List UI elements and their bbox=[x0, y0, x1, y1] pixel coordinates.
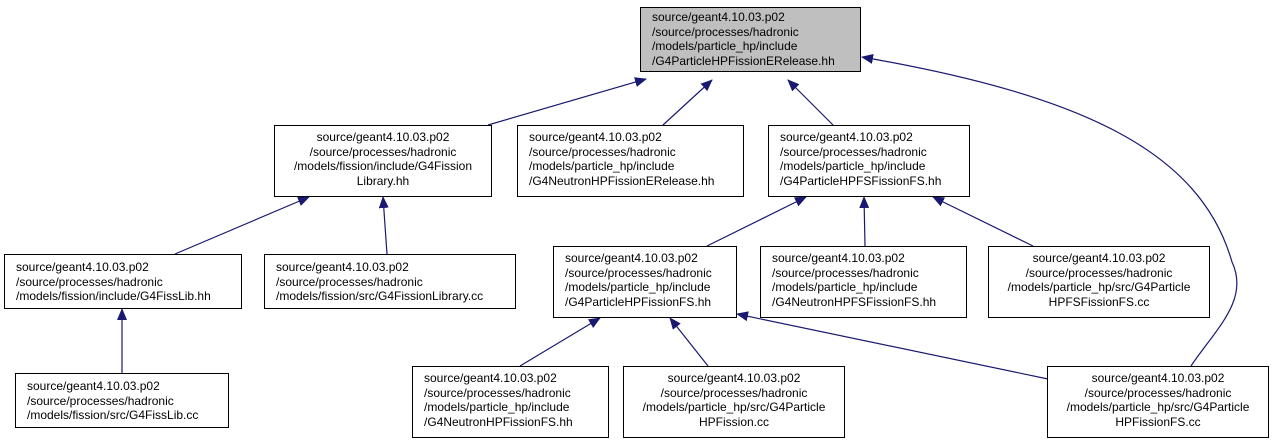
node-line: /models/particle_hp/src/G4Particle bbox=[1007, 280, 1191, 294]
node-g4fisslib-cc[interactable]: source/geant4.10.03.p02 /source/processe… bbox=[15, 373, 229, 428]
node-line: /source/processes/hadronic bbox=[565, 265, 712, 280]
edge-fission-library-hh-to-root bbox=[487, 77, 647, 126]
node-g4particlehpfsfissionfs-hh[interactable]: source/geant4.10.03.p02 /source/processe… bbox=[768, 125, 970, 197]
node-line: /models/particle_hp/include bbox=[424, 400, 570, 414]
node-g4particlehpfissionfs-cc[interactable]: source/geant4.10.03.p02 /source/processe… bbox=[1047, 366, 1269, 438]
node-line: HPFSFissionFS.cc bbox=[1048, 294, 1150, 309]
edge-fisslib-hh-to-fission-library-hh bbox=[174, 196, 310, 255]
node-g4neutronhpfsfissionfs-hh[interactable]: source/geant4.10.03.p02 /source/processe… bbox=[760, 246, 967, 318]
edge-neutron-hpfs-fission-fs-hh-to-particle-hpfs-fission-fs-hh bbox=[859, 196, 870, 247]
node-line: /models/particle_hp/src/G4Particle bbox=[1066, 400, 1250, 414]
node-g4particlehpfissionfs-hh[interactable]: source/geant4.10.03.p02 /source/processe… bbox=[553, 246, 737, 318]
node-g4particlehpfission-cc[interactable]: source/geant4.10.03.p02 /source/processe… bbox=[623, 366, 845, 438]
node-line: /source/processes/hadronic bbox=[1084, 385, 1232, 400]
node-line: HPFissionFS.cc bbox=[1115, 414, 1201, 429]
node-line: source/geant4.10.03.p02 bbox=[424, 371, 557, 385]
node-line: /source/processes/hadronic bbox=[1025, 265, 1173, 280]
node-line: /source/processes/hadronic bbox=[780, 144, 927, 159]
node-line: Library.hh bbox=[356, 173, 410, 188]
node-line: source/geant4.10.03.p02 bbox=[772, 251, 905, 265]
node-line: source/geant4.10.03.p02 bbox=[652, 10, 785, 24]
node-line: /source/processes/hadronic bbox=[660, 385, 808, 400]
node-line: /models/particle_hp/include bbox=[529, 159, 675, 173]
edge-particle-hp-fission-cc-to-particle-hp-fission-fs-hh bbox=[669, 317, 709, 367]
node-line: source/geant4.10.03.p02 bbox=[27, 379, 160, 393]
edge-particle-hp-fission-fs-cc-to-particle-hp-fission-fs-hh bbox=[736, 311, 1049, 380]
node-line: source/geant4.10.03.p02 bbox=[1091, 371, 1225, 385]
node-line: /G4NeutronHPFSFissionFS.hh bbox=[772, 294, 937, 309]
node-line: source/geant4.10.03.p02 bbox=[316, 130, 450, 144]
node-line: source/geant4.10.03.p02 bbox=[1032, 251, 1166, 265]
edge-fission-library-cc-to-fission-library-hh bbox=[378, 196, 389, 255]
node-line: /G4NeutronHPFissionERelease.hh bbox=[529, 173, 715, 188]
node-line: /models/particle_hp/include bbox=[652, 39, 798, 53]
node-line: /G4NeutronHPFissionFS.hh bbox=[424, 414, 573, 429]
node-line: source/geant4.10.03.p02 bbox=[565, 251, 698, 265]
node-line: /models/particle_hp/include bbox=[565, 280, 711, 294]
node-line: /source/processes/hadronic bbox=[652, 24, 799, 39]
node-g4particlehpfsfissionfs-cc[interactable]: source/geant4.10.03.p02 /source/processe… bbox=[988, 246, 1210, 318]
node-line: /models/fission/include/G4FissLib.hh bbox=[16, 289, 211, 303]
node-line: source/geant4.10.03.p02 bbox=[16, 260, 149, 274]
node-line: /source/processes/hadronic bbox=[16, 274, 163, 289]
node-line: /source/processes/hadronic bbox=[276, 274, 423, 289]
node-line: /models/particle_hp/src/G4Particle bbox=[642, 400, 826, 414]
edge-particle-hp-fission-fs-cc-to-root bbox=[861, 53, 1238, 367]
edge-particle-hpfs-fission-fs-hh-to-root bbox=[787, 79, 834, 126]
node-line: /G4ParticleHPFSFissionFS.hh bbox=[780, 173, 942, 188]
node-line: /source/processes/hadronic bbox=[27, 393, 174, 408]
node-line: source/geant4.10.03.p02 bbox=[529, 130, 662, 144]
node-line: /models/fission/src/G4FissionLibrary.cc bbox=[276, 289, 484, 303]
node-g4particlehpfissionerelease-hh[interactable]: source/geant4.10.03.p02 /source/processe… bbox=[640, 7, 861, 72]
node-line: /models/fission/src/G4FissLib.cc bbox=[27, 408, 199, 422]
node-line: /source/processes/hadronic bbox=[309, 144, 457, 159]
node-line: source/geant4.10.03.p02 bbox=[780, 130, 913, 144]
node-line: /G4ParticleHPFissionFS.hh bbox=[565, 294, 712, 309]
node-line: /source/processes/hadronic bbox=[424, 385, 571, 400]
node-g4fissionlibrary-hh[interactable]: source/geant4.10.03.p02 /source/processe… bbox=[274, 125, 492, 197]
node-g4neutronhpfissionerelease-hh[interactable]: source/geant4.10.03.p02 /source/processe… bbox=[517, 125, 744, 197]
edge-particle-hpfs-fission-fs-cc-to-particle-hpfs-fission-fs-hh bbox=[932, 196, 1034, 247]
node-line: /models/fission/include/G4Fission bbox=[293, 159, 473, 173]
edges bbox=[117, 53, 1238, 380]
edge-particle-hp-fission-fs-hh-to-particle-hpfs-fission-fs-hh bbox=[706, 196, 807, 247]
node-line: HPFission.cc bbox=[698, 414, 769, 429]
edge-neutron-hp-fission-erelease-hh-to-root bbox=[662, 79, 713, 126]
node-line: source/geant4.10.03.p02 bbox=[276, 260, 409, 274]
node-line: /models/particle_hp/include bbox=[780, 159, 926, 173]
node-line: source/geant4.10.03.p02 bbox=[667, 371, 801, 385]
node-g4neutronhpfissionfs-hh[interactable]: source/geant4.10.03.p02 /source/processe… bbox=[412, 366, 609, 438]
node-line: /source/processes/hadronic bbox=[772, 265, 919, 280]
node-line: /models/particle_hp/include bbox=[772, 280, 918, 294]
node-line: /G4ParticleHPFissionERelease.hh bbox=[652, 53, 835, 68]
node-g4fisslib-hh[interactable]: source/geant4.10.03.p02 /source/processe… bbox=[4, 254, 242, 309]
node-g4fissionlibrary-cc[interactable]: source/geant4.10.03.p02 /source/processe… bbox=[264, 254, 516, 309]
node-line: /source/processes/hadronic bbox=[529, 144, 676, 159]
edge-neutron-hp-fission-fs-hh-to-particle-hp-fission-fs-hh bbox=[519, 317, 601, 367]
